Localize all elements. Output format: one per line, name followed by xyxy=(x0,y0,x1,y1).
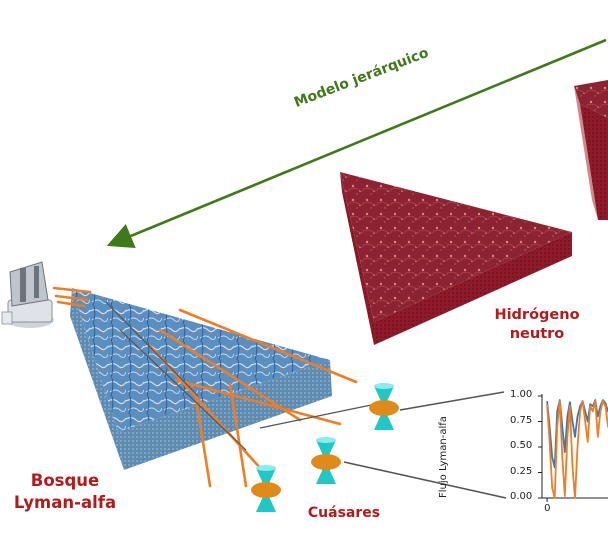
chart-y-tick-label: 0.00 xyxy=(510,491,533,502)
chart-x-tick-label: 0 xyxy=(544,503,551,514)
chart-y-tick-label: 0.50 xyxy=(510,440,533,451)
quasars-label: Cuásares xyxy=(307,505,381,521)
hydrogen-slab-far xyxy=(574,80,608,220)
telescope-icon xyxy=(1,261,54,328)
sightlines xyxy=(52,286,358,488)
chart-y-tick-label: 1.00 xyxy=(510,389,533,400)
quasar-icon xyxy=(311,437,341,484)
chart-series-line xyxy=(546,400,608,499)
chart-y-tick-label: 0.25 xyxy=(510,465,533,477)
quasar-icon xyxy=(251,465,281,512)
forest-label-line1: Bosque xyxy=(30,471,100,490)
hydrogen-label: Hidrógeno neutro xyxy=(482,306,592,344)
sightlines-gray xyxy=(105,301,377,451)
chart-connectors xyxy=(343,391,507,499)
forest-label-line2: Lyman-alfa xyxy=(13,493,117,512)
forest-slab xyxy=(70,288,332,470)
hydrogen-label-line1: Hidrógeno xyxy=(494,307,580,323)
model-arrow xyxy=(106,38,607,249)
chart-ylabel: Flujo Lyman-alfa xyxy=(438,416,449,498)
hydrogen-label-line2: neutro xyxy=(509,326,565,342)
hydrogen-slab xyxy=(340,172,572,345)
flux-chart xyxy=(538,394,608,502)
chart-y-tick-label: 0.75 xyxy=(510,414,533,426)
quasar-icon xyxy=(369,383,399,430)
forest-label: Bosque Lyman-alfa xyxy=(0,470,130,514)
